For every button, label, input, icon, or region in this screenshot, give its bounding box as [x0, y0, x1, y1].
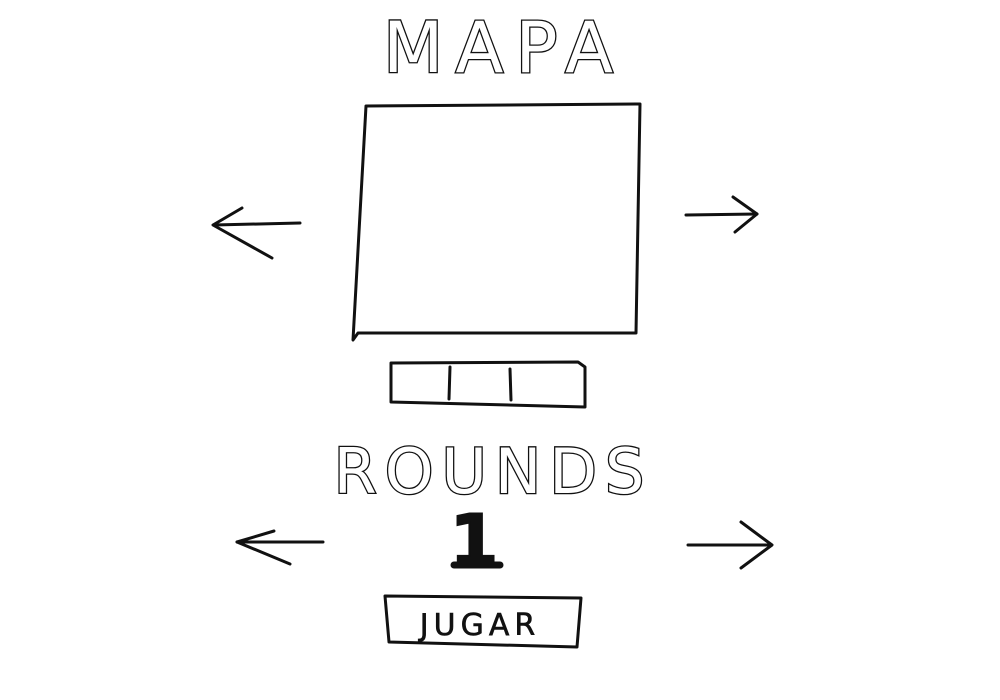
map-title: MAPA: [383, 7, 625, 89]
map-next-button[interactable]: [684, 195, 759, 234]
rounds-prev-button[interactable]: [235, 529, 325, 566]
right-arrow-icon: [684, 195, 759, 234]
left-arrow-icon: [235, 529, 325, 566]
map-preview[interactable]: [351, 102, 642, 342]
rounds-value: 1: [450, 500, 499, 582]
map-slot-divider: [447, 365, 452, 401]
play-button-label: JUGAR: [418, 608, 540, 643]
map-prev-button[interactable]: [211, 206, 302, 260]
map-slot-divider: [508, 367, 513, 402]
play-button[interactable]: JUGAR: [383, 594, 583, 649]
map-selector-strip: [389, 360, 587, 409]
rounds-title: ROUNDS: [334, 435, 653, 508]
right-arrow-icon: [686, 520, 774, 570]
left-arrow-icon: [211, 206, 302, 260]
rounds-next-button[interactable]: [686, 520, 774, 570]
